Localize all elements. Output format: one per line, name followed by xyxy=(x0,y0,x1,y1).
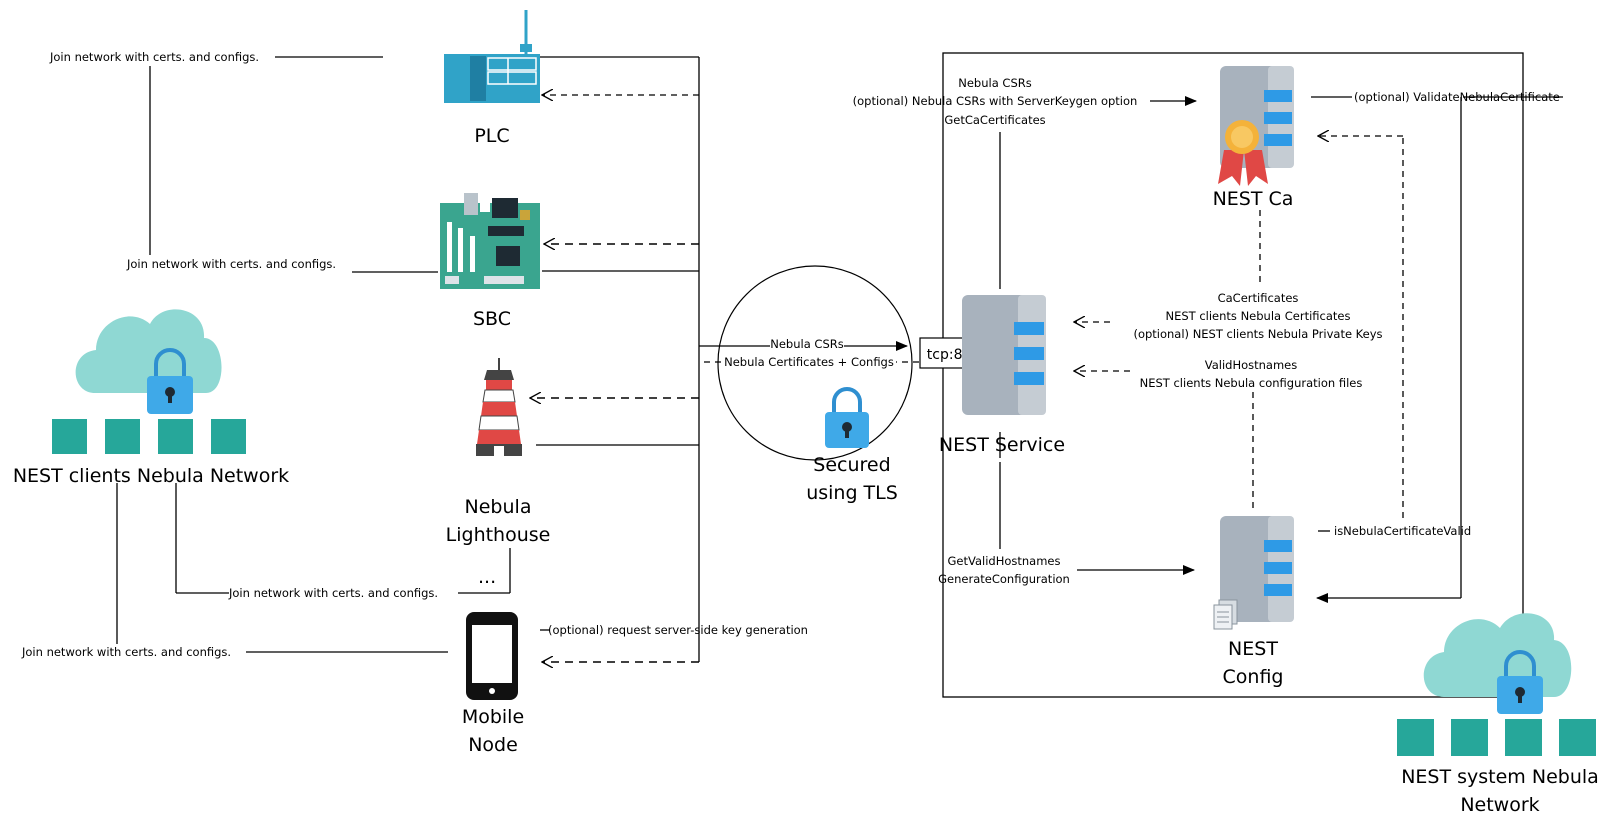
nest-ca-label: NEST Ca xyxy=(1213,188,1294,210)
sbc-board-icon xyxy=(440,193,540,289)
lighthouse-join-label: Join network with certs. and configs. xyxy=(228,586,438,600)
lighthouse-icon xyxy=(476,358,522,456)
system-network-label-2: Network xyxy=(1460,794,1539,816)
lighthouse-label-2: Lighthouse xyxy=(446,524,551,546)
ca-response-label-1: CaCertificates xyxy=(1218,291,1299,305)
sbc-label: SBC xyxy=(473,308,511,330)
optional-keygen-label: (optional) request server-side key gener… xyxy=(548,623,808,637)
system-network-label-1: NEST system Nebula xyxy=(1401,766,1599,788)
certs-configs-label: Nebula Certificates + Configs xyxy=(724,355,894,369)
ca-request-label-1: Nebula CSRs xyxy=(958,76,1031,90)
system-node-3 xyxy=(1505,719,1542,756)
is-valid-label: isNebulaCertificateValid xyxy=(1334,524,1471,538)
ca-request-label-3: GetCaCertificates xyxy=(944,113,1045,127)
client-node-4 xyxy=(211,419,246,454)
nest-service-server-icon xyxy=(962,295,1046,415)
nest-config-label-2: Config xyxy=(1223,666,1284,688)
certificate-ribbon-icon xyxy=(1218,120,1268,186)
config-files-icon xyxy=(1213,599,1238,630)
mobile-phone-icon xyxy=(466,612,518,700)
client-node-2 xyxy=(105,419,140,454)
clients-lock-icon xyxy=(147,348,193,414)
tls-label-2: using TLS xyxy=(806,482,898,504)
sbc-join-label: Join network with certs. and configs. xyxy=(126,257,336,271)
config-request-label-2: GenerateConfiguration xyxy=(938,572,1070,586)
nest-system-boundary xyxy=(942,52,1524,698)
config-request-label-1: GetValidHostnames xyxy=(948,554,1061,568)
system-lock-icon xyxy=(1497,650,1543,714)
mobile-label-2: Node xyxy=(468,734,518,756)
plc-icon xyxy=(444,10,540,103)
csrs-label: Nebula CSRs xyxy=(770,337,843,351)
tls-circle xyxy=(717,265,913,461)
ca-request-label-2: (optional) Nebula CSRs with ServerKeygen… xyxy=(853,94,1138,108)
certs-configs-label-bg xyxy=(722,355,896,369)
validate-label: (optional) ValidateNebulaCertificate xyxy=(1354,90,1560,104)
system-node-1 xyxy=(1397,719,1434,756)
mobile-join-label: Join network with certs. and configs. xyxy=(21,645,231,659)
lighthouse-label-1: Nebula xyxy=(465,496,532,518)
system-node-2 xyxy=(1451,719,1488,756)
mobile-label-1: Mobile xyxy=(462,706,524,728)
client-node-1 xyxy=(52,419,87,454)
client-node-3 xyxy=(158,419,193,454)
tls-lock-icon xyxy=(825,387,869,448)
plc-join-label: Join network with certs. and configs. xyxy=(49,50,259,64)
ca-response-label-2: NEST clients Nebula Certificates xyxy=(1166,309,1351,323)
more-devices-ellipsis: ... xyxy=(478,566,496,588)
ca-response-label-3: (optional) NEST clients Nebula Private K… xyxy=(1133,327,1382,341)
nest-service-label: NEST Service xyxy=(939,434,1065,456)
system-node-4 xyxy=(1559,719,1596,756)
config-response-label-1: ValidHostnames xyxy=(1205,358,1298,372)
plc-label: PLC xyxy=(474,125,509,147)
csrs-label-bg xyxy=(770,337,844,351)
clients-network-label: NEST clients Nebula Network xyxy=(13,465,289,487)
nest-config-label-1: NEST xyxy=(1228,638,1278,660)
config-response-label-2: NEST clients Nebula configuration files xyxy=(1140,376,1363,390)
tls-label-1: Secured xyxy=(813,454,890,476)
nest-config-server-icon xyxy=(1220,516,1294,622)
